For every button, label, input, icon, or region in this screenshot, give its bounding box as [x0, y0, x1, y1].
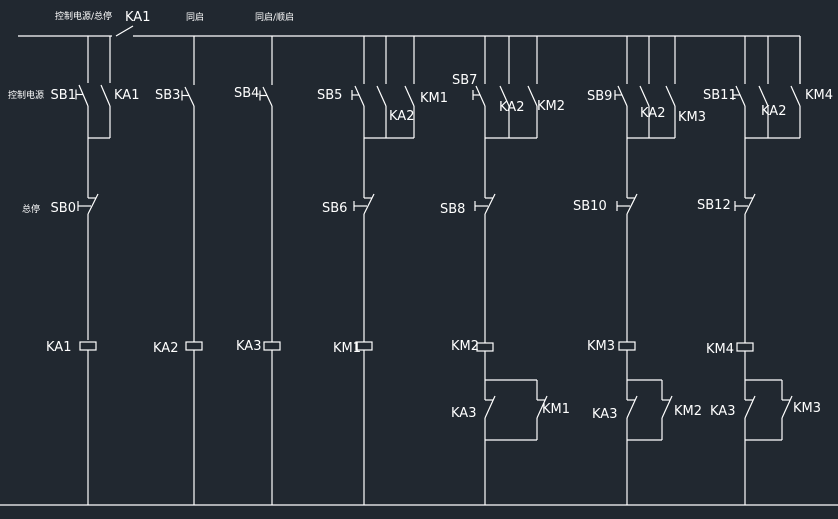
label-sb10: SB10	[573, 199, 607, 214]
label-coil-ka1: KA1	[46, 340, 71, 355]
km4-contact	[790, 85, 801, 107]
label-ka1-hold: KA1	[114, 88, 139, 103]
label-sb5: SB5	[317, 88, 342, 103]
label-ka3-c6: KA3	[451, 406, 476, 421]
label-ka3-c8: KA3	[710, 404, 735, 419]
label-sb0: SB0	[51, 201, 76, 216]
label-coil-ka2: KA2	[153, 341, 178, 356]
label-km3-c7: KM3	[678, 110, 706, 125]
sb6-contact	[363, 193, 375, 215]
sb4-contact	[262, 86, 273, 107]
coil-km2	[476, 342, 494, 352]
label-km1-c5: KM1	[420, 91, 448, 106]
label-ka2-c7: KA2	[640, 106, 665, 121]
header-simul-seq-start: 同启/顺启	[255, 11, 294, 23]
label-sb6: SB6	[322, 201, 347, 216]
ka2-contact	[639, 85, 650, 107]
sb9-contact	[617, 85, 628, 107]
ka3-nc-contact	[484, 395, 496, 419]
label-km3-nc-c8: KM3	[793, 401, 821, 416]
coil-km3	[618, 341, 636, 351]
sb0-desc: 总停	[22, 203, 40, 215]
km2-contact	[527, 85, 538, 107]
interlock-nc-contact	[536, 395, 548, 419]
sb8-contact	[484, 193, 496, 215]
sb12-contact	[744, 193, 756, 215]
sb7-contact	[475, 85, 486, 107]
km1-contact	[404, 85, 415, 107]
interlock-nc-contact	[661, 395, 673, 419]
label-coil-km4: KM4	[706, 342, 734, 357]
label-km4-c8: KM4	[805, 88, 833, 103]
label-sb1: SB1	[51, 88, 76, 103]
label-sb7: SB7	[452, 73, 477, 88]
ka1-hold-contact	[100, 84, 111, 107]
label-coil-km2: KM2	[451, 339, 479, 354]
label-sb8: SB8	[440, 202, 465, 217]
interlock-nc-contact	[781, 395, 793, 419]
header-power-stop: 控制电源/总停	[55, 10, 112, 22]
label-km2-c6: KM2	[537, 99, 565, 114]
label-km2-nc-c7: KM2	[674, 404, 702, 419]
header-ka1: KA1	[125, 10, 150, 25]
label-sb12: SB12	[697, 198, 731, 213]
ka2-contact	[758, 85, 769, 107]
label-coil-km1: KM1	[333, 341, 361, 356]
coil-km4	[736, 342, 754, 352]
label-sb4: SB4	[234, 86, 259, 101]
label-ka2-c8: KA2	[761, 104, 786, 119]
sb0-contact	[87, 193, 99, 215]
coil-ka3	[263, 341, 281, 351]
coil-ka1	[79, 341, 97, 351]
label-ka3-c7: KA3	[592, 407, 617, 422]
header-simul-start: 同启	[186, 11, 204, 23]
label-coil-ka3: KA3	[236, 339, 261, 354]
label-km1-nc-c6: KM1	[542, 402, 570, 417]
coil-ka2	[185, 341, 203, 351]
label-ka2-c6: KA2	[499, 100, 524, 115]
km3-contact	[665, 85, 676, 107]
label-sb11: SB11	[703, 88, 737, 103]
sb10-contact	[626, 193, 638, 215]
ka2-contact	[499, 85, 510, 107]
sb3-contact	[184, 86, 195, 107]
sb11-contact	[735, 85, 746, 107]
label-coil-km3: KM3	[587, 339, 615, 354]
ka3-nc-contact	[744, 395, 756, 419]
sb5-contact	[354, 85, 365, 107]
ka2-contact	[376, 85, 387, 107]
label-sb9: SB9	[587, 89, 612, 104]
sb1-contact	[78, 84, 89, 107]
ka3-nc-contact	[626, 395, 638, 419]
label-ka2-c5: KA2	[389, 109, 414, 124]
label-sb3: SB3	[155, 88, 180, 103]
ka1-main-contact	[115, 25, 134, 37]
sb1-desc: 控制电源	[8, 89, 44, 101]
